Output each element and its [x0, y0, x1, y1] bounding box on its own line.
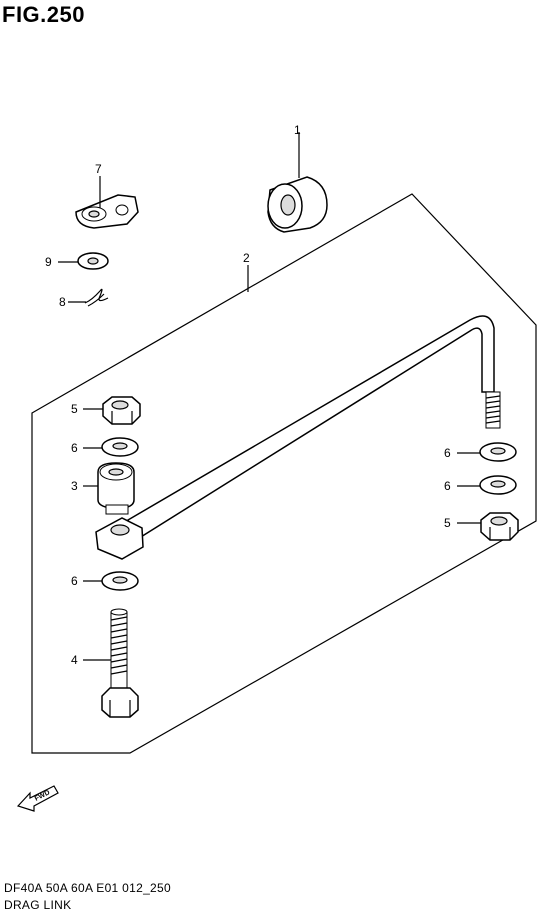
callout-6-right-top: 6 — [444, 446, 451, 460]
drag-link-rod-part — [95, 315, 501, 560]
callout-9: 9 — [45, 255, 52, 269]
cotter-pin-part — [84, 288, 109, 307]
forward-arrow-icon — [16, 785, 59, 812]
left-washer-top-part — [101, 437, 139, 457]
rod-thread-lines — [485, 395, 501, 424]
figure-title: FIG.250 — [2, 2, 85, 27]
bolt-thread-lines — [110, 616, 128, 675]
figure-model-code: DF40A 50A 60A E01 012_250 — [4, 881, 171, 895]
left-washer-bottom-part — [101, 571, 139, 591]
left-nut-part — [102, 396, 141, 425]
figure-name: DRAG LINK — [4, 898, 72, 912]
callout-1: 1 — [294, 123, 301, 137]
callout-7: 7 — [95, 162, 102, 176]
right-nut-part — [480, 512, 519, 541]
callout-5-right: 5 — [444, 516, 451, 530]
bolt-part — [101, 608, 139, 718]
callout-3: 3 — [71, 479, 78, 493]
callout-2: 2 — [243, 251, 250, 265]
callout-8: 8 — [59, 295, 66, 309]
small-washer-part — [77, 252, 109, 270]
forward-direction-marker: FWD — [16, 785, 59, 812]
right-washer-bottom-part — [479, 475, 517, 495]
callout-6-left-top: 6 — [71, 441, 78, 455]
right-washer-top-part — [479, 442, 517, 462]
callout-4: 4 — [71, 653, 78, 667]
callout-5-left: 5 — [71, 402, 78, 416]
callout-6-right-bottom: 6 — [444, 479, 451, 493]
bushing-part — [267, 176, 328, 233]
assembly-outline-frame — [31, 193, 537, 754]
link-end-part — [75, 194, 139, 229]
callout-6-left-bottom: 6 — [71, 574, 78, 588]
spacer-collar-part — [97, 462, 135, 515]
